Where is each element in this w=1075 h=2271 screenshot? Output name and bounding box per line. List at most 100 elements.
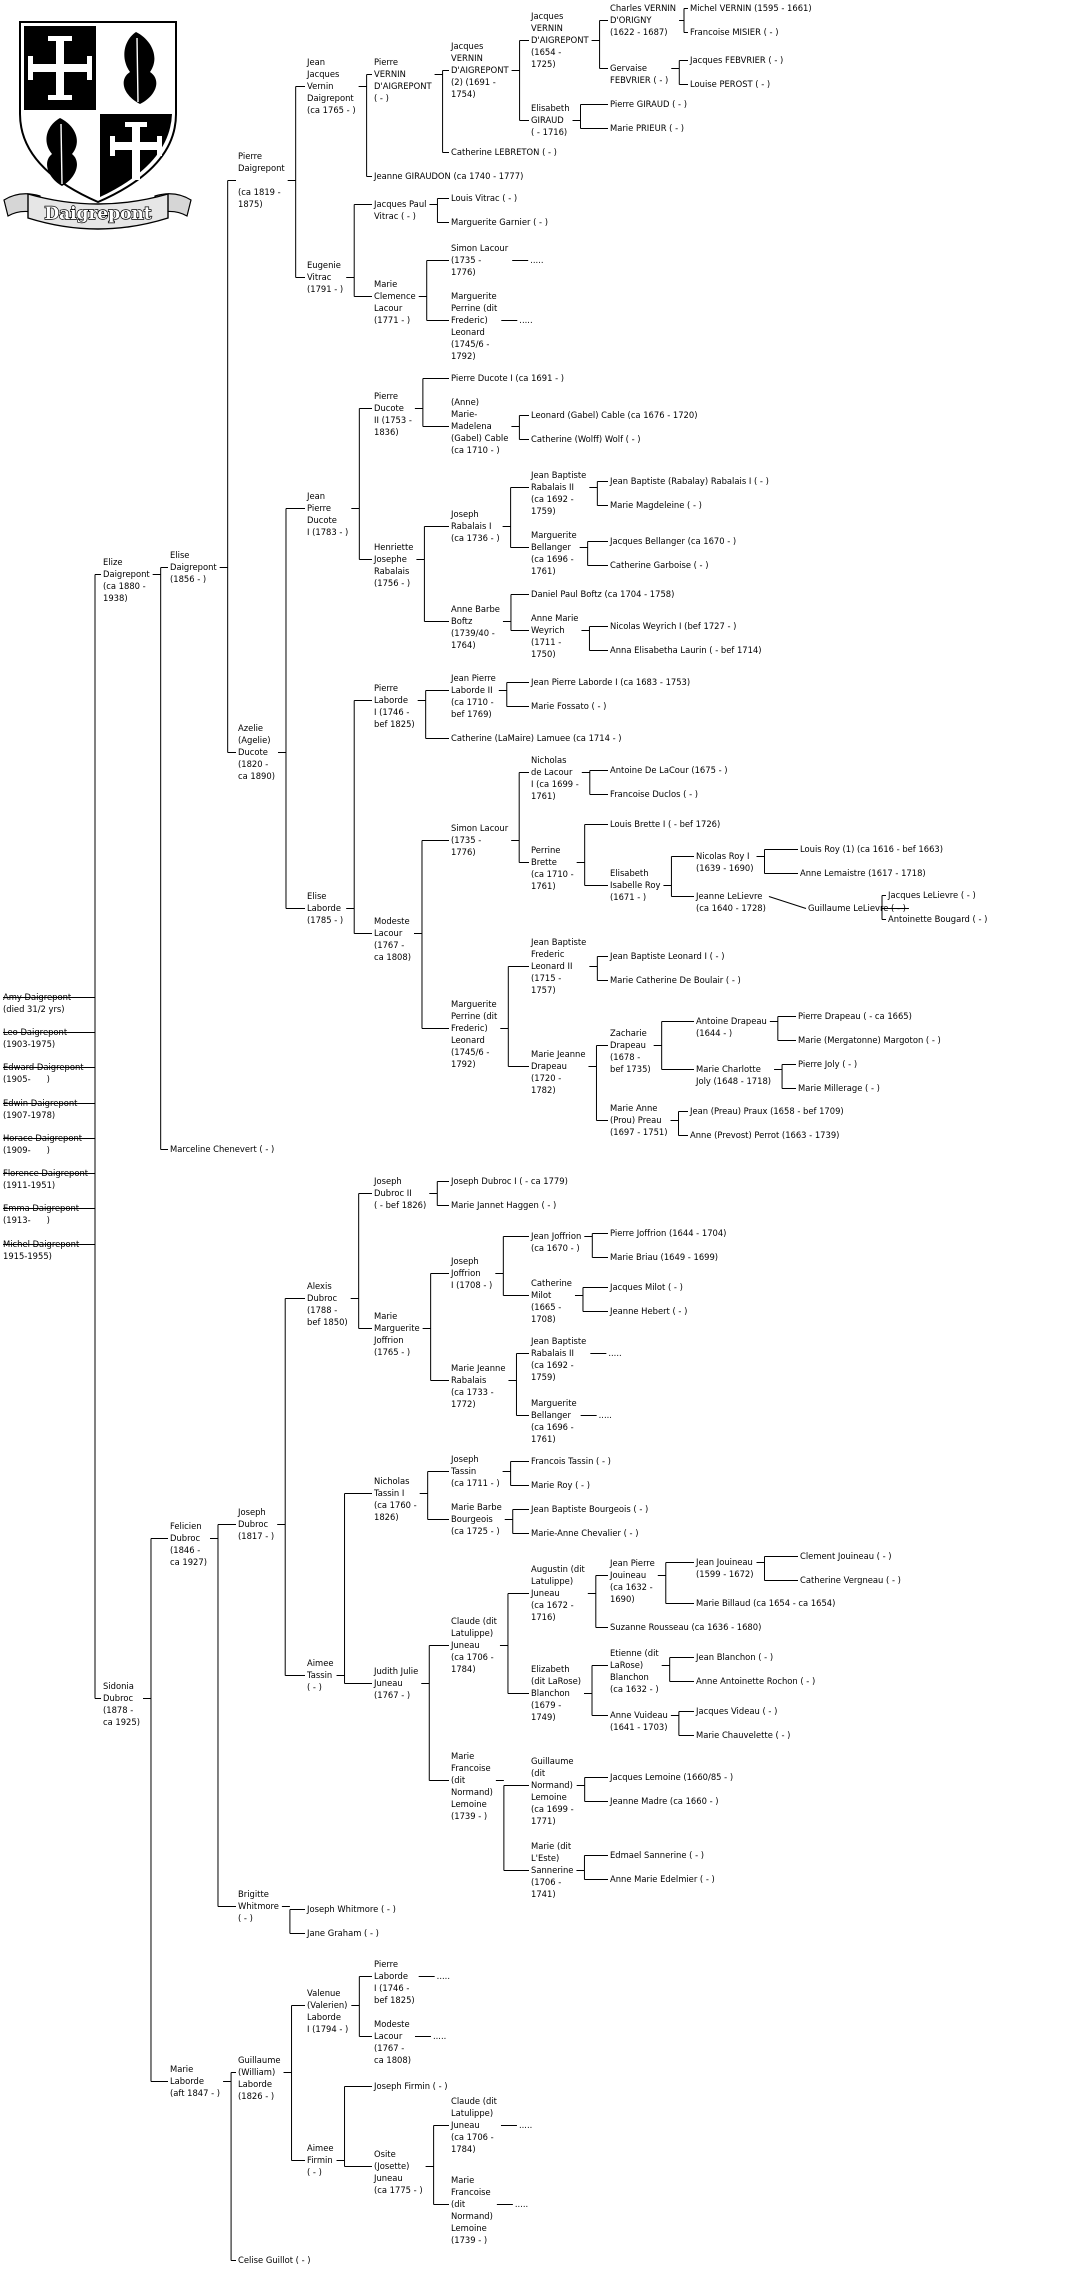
person-node: Daniel Paul Boftz (ca 1704 - 1758) [531,588,674,600]
person-line: (ca 1775 - ) [374,2185,423,2195]
person-node: Suzanne Rousseau (ca 1636 - 1680) [610,1621,761,1633]
person-line: Eugenie [307,260,341,270]
person-line: Marguerite [451,999,497,1009]
person-line: Suzanne Rousseau (ca 1636 - 1680) [610,1622,762,1632]
person-line: Normand) [531,1780,573,1790]
person-node: Louis Brette I ( - bef 1726) [610,818,720,830]
person-line: Marie Jannet Haggen ( - ) [451,1200,557,1210]
person-line: 1761) [531,881,556,891]
person-line: Sidonia [103,1681,134,1691]
person-node: Pierre Joly ( - ) [798,1058,857,1070]
person-line: Anne Vuideau [610,1710,668,1720]
person-line: FEBVRIER ( - ) [610,75,669,85]
person-node: Marceline Chenevert ( - ) [170,1143,274,1155]
person-line: 1784) [451,1664,476,1674]
person-line: Anne Marie Edelmier ( - ) [610,1874,715,1884]
person-line: I (1783 - ) [307,527,349,537]
person-line: bef 1735) [610,1064,651,1074]
person-line: (1791 - ) [307,284,344,294]
person-line: Jacques FEBVRIER ( - ) [690,55,784,65]
person-node: Pierre Drapeau ( - ca 1665) [798,1010,912,1022]
person-line: Jeanne Hebert ( - ) [610,1306,688,1316]
person-line: Weyrich [531,625,565,635]
person-line: I (1708 - ) [451,1280,493,1290]
person-line: Azelie [238,723,264,733]
person-node: Pierre GIRAUD ( - ) [610,98,687,110]
person-node: Michel VERNIN (1595 - 1661) [690,2,812,14]
person-line: Jean [307,57,326,67]
person-line: 1938) [103,593,128,603]
person-node: Simon Lacour(1735 -1776) [451,822,508,858]
person-node: Marie Briau (1649 - 1699) [610,1251,718,1263]
person-line: Francoise Duclos ( - ) [610,789,699,799]
person-node: Jean Jouineau(1599 - 1672) [696,1556,754,1580]
person-node: Nicolas Weyrich I (bef 1727 - ) [610,620,736,632]
person-line: Elise [307,891,327,901]
person-line: Pierre [374,57,399,67]
person-line: Judith Julie [374,1666,419,1676]
person-line: (dit [451,2199,466,2209]
person-line: (1639 - 1690) [696,863,754,873]
person-line: bef 1769) [451,709,492,719]
person-node: Anne Lemaistre (1617 - 1718) [800,867,926,879]
person-line: Jacques Bellanger (ca 1670 - ) [610,536,737,546]
person-line: Tassin I [374,1488,405,1498]
person-line: Pierre Drapeau ( - ca 1665) [798,1011,912,1021]
person-line: Marie PRIEUR ( - ) [610,123,685,133]
person-line: Joffrion [374,1335,404,1345]
person-line: Marie Anne [610,1103,658,1113]
person-node: Jeanne GIRAUDON (ca 1740 - 1777) [374,170,523,182]
person-line: (1622 - 1687) [610,27,668,37]
person-line: Perrine (dit [451,303,498,313]
person-line: Marie- [451,409,478,419]
person-line: 1915-1955) [3,1251,52,1261]
person-node: Jean Pierre Laborde I (ca 1683 - 1753) [531,676,690,688]
person-line: Frederic [531,949,565,959]
person-line: Marie [451,1751,475,1761]
person-line: Rabalais [451,1375,487,1385]
person-line: Antoinette Bougard ( - ) [888,914,988,924]
person-line: (1654 - [531,47,562,57]
person-line: bef 1825) [374,1995,415,2005]
person-line: Latulippe) [451,1628,494,1638]
person-line: Vernin [307,81,334,91]
person-line: Pierre [374,683,399,693]
person-line: Boftz [451,616,473,626]
person-node: Marie (Mergatonne) Margoton ( - ) [798,1034,941,1046]
person-line: 1771) [531,1816,556,1826]
person-line: (1771 - ) [374,315,411,325]
person-line: (1767 - [374,2043,405,2053]
person-line: Rabalais II [531,482,574,492]
person-line: Marie Charlotte [696,1064,761,1074]
person-line: (1745/6 - [451,1047,490,1057]
person-line: Marie Catherine De Boulair ( - ) [610,975,741,985]
person-line: Antoine Drapeau [696,1016,767,1026]
person-line: Aimee [307,2143,334,2153]
person-line: (ca 1696 - [531,1422,574,1432]
person-line: Bellanger [531,542,571,552]
person-line: 1761) [531,791,556,801]
person-line: Juneau [374,1678,403,1688]
motto-ribbon [27,193,169,230]
person-line: de Lacour [531,767,573,777]
person-line: Jeanne GIRAUDON (ca 1740 - 1777) [374,171,524,181]
person-line: Francoise MISIER ( - ) [690,27,779,37]
person-line: Lacour [374,928,403,938]
continuation-marker: ..... [436,1971,450,1981]
person-line: D'AIGREPONT [531,35,589,45]
person-line: 1764) [451,640,476,650]
